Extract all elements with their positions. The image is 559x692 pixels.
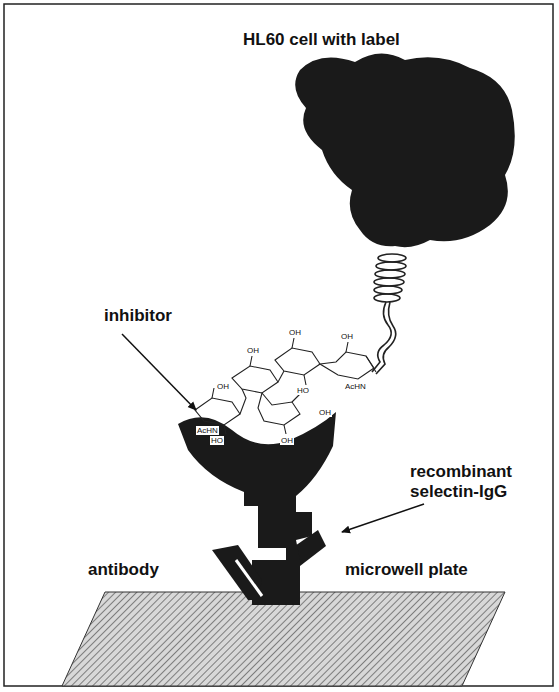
title-label: HL60 cell with label (243, 30, 400, 50)
chem-label: OH (318, 408, 332, 417)
microwell-plate (62, 592, 505, 686)
chem-label: OH (216, 382, 230, 391)
carbohydrate-inhibitor (195, 338, 376, 434)
chem-label: OH (246, 346, 260, 355)
part-label: antibody (88, 560, 159, 580)
protein-helix (372, 254, 406, 374)
chem-label: OH (288, 328, 302, 337)
chem-label: OH (340, 332, 354, 341)
leader-arrow (122, 334, 196, 410)
chem-label: AcHN (196, 426, 219, 435)
frame (4, 4, 553, 686)
leader-arrow (342, 504, 424, 532)
chem-label: HO (210, 436, 224, 445)
antibody-highlight (236, 560, 262, 596)
hl60-cell (295, 53, 515, 247)
chem-label: HO (296, 386, 310, 395)
chem-label: OH (280, 436, 294, 445)
selectin-igg (178, 412, 336, 560)
antibody-arm (212, 545, 262, 600)
part-label: recombinant selectin-IgG (410, 462, 520, 502)
chem-label: AcHN (344, 382, 367, 391)
part-label: inhibitor (104, 306, 172, 326)
part-label: microwell plate (345, 560, 468, 580)
